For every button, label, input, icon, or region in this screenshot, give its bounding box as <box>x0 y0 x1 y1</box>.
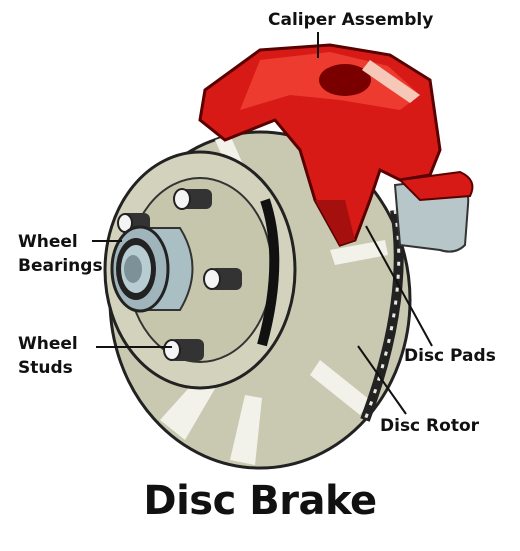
wheel-studs-label-line2: Studs <box>18 358 73 378</box>
diagram-title: Disc Brake <box>143 478 377 524</box>
disc-pads-label: Disc Pads <box>404 346 496 366</box>
disc-rotor-label: Disc Rotor <box>380 416 480 436</box>
wheel-bearings-label-line2: Bearings <box>18 256 103 276</box>
wheel-bearings <box>110 225 194 313</box>
caliper-assembly-label: Caliper Assembly <box>268 10 434 30</box>
wheel-bearings-label-line1: Wheel <box>18 232 78 252</box>
caliper-assembly <box>198 43 474 253</box>
wheel-studs-label: Wheel Studs <box>18 332 78 380</box>
rotor-hat <box>103 150 297 390</box>
leader-lines <box>92 32 433 415</box>
wheel-bearings-label: Wheel Bearings <box>18 230 103 278</box>
wheel-studs-label-line1: Wheel <box>18 334 78 354</box>
